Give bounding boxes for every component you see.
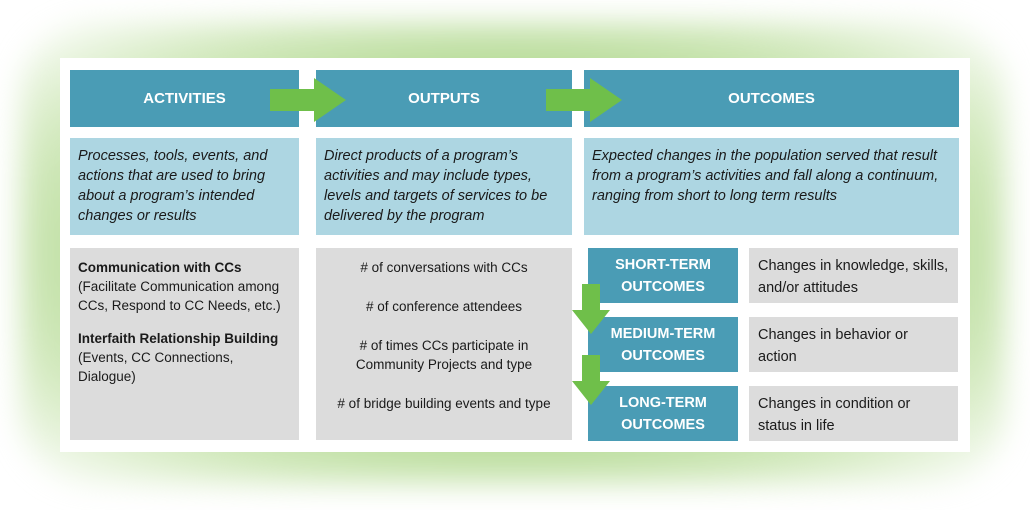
activities-header: ACTIVITIES (70, 70, 299, 127)
term-label: LONG-TERM (619, 394, 707, 411)
short-term-outcomes-box: SHORT-TERM OUTCOMES (588, 248, 738, 303)
activities-description: Processes, tools, events, and actions th… (70, 138, 299, 235)
outcomes-header-label: OUTCOMES (728, 90, 815, 107)
outputs-header-label: OUTPUTS (408, 90, 480, 107)
term-suffix: OUTCOMES (621, 278, 705, 295)
outputs-description: Direct products of a program’s activitie… (316, 138, 572, 235)
output-item: # of conference attendees (365, 299, 523, 314)
term-label: SHORT-TERM (615, 256, 711, 273)
activities-list: Communication with CCs (Facilitate Commu… (70, 248, 299, 440)
term-label: MEDIUM-TERM (610, 325, 716, 342)
activity-item: Communication with CCs (Facilitate Commu… (78, 258, 291, 315)
medium-term-outcomes-box: MEDIUM-TERM OUTCOMES (588, 317, 738, 372)
outcomes-description-text: Expected changes in the population serve… (592, 148, 939, 204)
outputs-header: OUTPUTS (316, 70, 572, 127)
activity-detail: (Events, CC Connections, Dialogue) (78, 350, 234, 384)
activities-header-label: ACTIVITIES (143, 90, 226, 107)
output-item: # of bridge building events and type (337, 396, 551, 411)
long-term-result: Changes in condition or status in life (749, 386, 958, 441)
activity-detail: (Facilitate Communication among CCs, Res… (78, 279, 281, 313)
activity-title: Interfaith Relationship Building (78, 331, 279, 346)
outcomes-description: Expected changes in the population serve… (584, 138, 959, 235)
term-suffix: OUTCOMES (621, 347, 705, 364)
activities-description-text: Processes, tools, events, and actions th… (78, 148, 268, 224)
output-item: # of conversations with CCs (360, 260, 528, 275)
output-item: # of times CCs participate in Community … (355, 338, 533, 372)
outcomes-header: OUTCOMES (584, 70, 959, 127)
activity-item: Interfaith Relationship Building (Events… (78, 329, 291, 386)
right-arrow-icon (270, 78, 346, 122)
activity-title: Communication with CCs (78, 260, 242, 275)
long-term-outcomes-box: LONG-TERM OUTCOMES (588, 386, 738, 441)
down-arrow-icon (572, 284, 610, 334)
term-suffix: OUTCOMES (621, 416, 705, 433)
outputs-description-text: Direct products of a program’s activitie… (324, 148, 548, 224)
result-text: Changes in behavior or action (758, 327, 908, 365)
medium-term-result: Changes in behavior or action (749, 317, 958, 372)
down-arrow-icon (572, 355, 610, 405)
short-term-result: Changes in knowledge, skills, and/or att… (749, 248, 958, 303)
result-text: Changes in knowledge, skills, and/or att… (758, 258, 949, 296)
result-text: Changes in condition or status in life (758, 396, 911, 434)
logic-model-diagram: ACTIVITIES OUTPUTS OUTCOMES Processes, t… (60, 58, 970, 452)
right-arrow-icon (546, 78, 622, 122)
outputs-list: # of conversations with CCs # of confere… (316, 248, 572, 440)
